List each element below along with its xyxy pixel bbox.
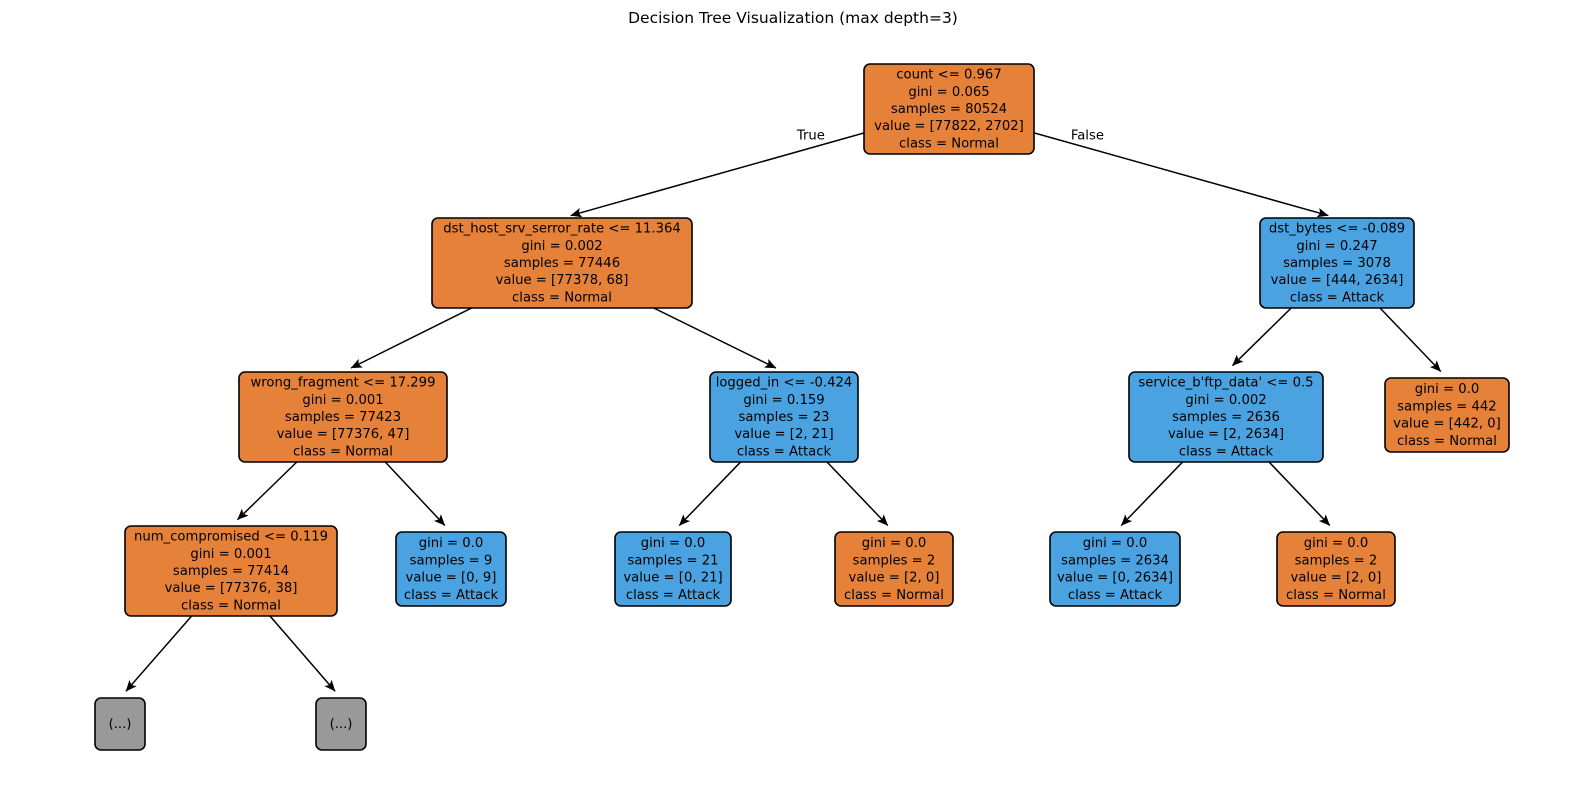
node-text-line: class = Attack bbox=[404, 588, 499, 603]
tree-node-n13[interactable]: (...) bbox=[94, 697, 146, 751]
node-text-line: gini = 0.0 bbox=[1304, 536, 1368, 551]
node-text-line: value = [2, 2634] bbox=[1168, 427, 1284, 442]
node-text-line: value = [442, 0] bbox=[1393, 417, 1501, 432]
node-text-line: value = [77378, 68] bbox=[496, 273, 629, 288]
tree-node-n1[interactable]: dst_host_srv_serror_rate <= 11.364 gini =… bbox=[431, 217, 693, 309]
node-text-line: samples = 2 bbox=[853, 553, 936, 568]
tree-node-n4[interactable]: logged_in <= -0.424 gini = 0.159 samples =… bbox=[709, 371, 859, 463]
node-text-line: value = [2, 0] bbox=[849, 571, 940, 586]
node-text-line: value = [77376, 38] bbox=[165, 581, 298, 596]
node-box-split bbox=[124, 525, 338, 617]
node-box-split bbox=[1128, 371, 1324, 463]
figure-title: Decision Tree Visualization (max depth=3… bbox=[628, 9, 958, 27]
node-text-line: logged_in <= -0.424 bbox=[716, 376, 853, 391]
node-text-line: class = Attack bbox=[1068, 588, 1163, 603]
edge-label-true: True bbox=[796, 129, 825, 144]
tree-nodes-layer: count <= 0.967 gini = 0.065 samples = 8052… bbox=[94, 63, 1510, 751]
node-text-line: class = Normal bbox=[899, 136, 999, 151]
node-text-line: gini = 0.0 bbox=[1083, 536, 1147, 551]
node-text-line: dst_host_srv_serror_rate <= 11.364 bbox=[443, 222, 681, 237]
node-text-line: value = [0, 9] bbox=[406, 571, 497, 586]
node-text-line: samples = 77446 bbox=[504, 256, 620, 271]
node-text-line: samples = 442 bbox=[1397, 399, 1496, 414]
node-text-line: value = [77376, 47] bbox=[277, 427, 410, 442]
node-text-line: (...) bbox=[109, 717, 132, 732]
node-text-line: (...) bbox=[330, 717, 353, 732]
node-text-line: value = [444, 2634] bbox=[1271, 273, 1404, 288]
node-text-line: service_b'ftp_data' <= 0.5 bbox=[1138, 376, 1313, 391]
node-box-leaf bbox=[1276, 531, 1396, 607]
node-text-line: class = Normal bbox=[844, 588, 944, 603]
node-text-line: samples = 80524 bbox=[891, 102, 1007, 117]
tree-node-n6[interactable]: gini = 0.0 samples = 442 value = [442, 0] c… bbox=[1384, 377, 1510, 453]
node-text-line: samples = 2 bbox=[1295, 553, 1378, 568]
node-text-line: count <= 0.967 bbox=[896, 68, 1001, 83]
node-text-line: gini = 0.002 bbox=[1185, 393, 1266, 408]
node-text-line: class = Normal bbox=[512, 290, 612, 305]
node-box-split bbox=[431, 217, 693, 309]
node-text-line: samples = 23 bbox=[738, 410, 829, 425]
node-text-line: class = Normal bbox=[181, 598, 281, 613]
node-text-line: class = Normal bbox=[1286, 588, 1386, 603]
node-text-line: gini = 0.0 bbox=[641, 536, 705, 551]
tree-node-n12[interactable]: gini = 0.0 samples = 2 value = [2, 0] class… bbox=[1276, 531, 1396, 607]
tree-node-n3[interactable]: wrong_fragment <= 17.299 gini = 0.001 samp… bbox=[238, 371, 448, 463]
node-text-line: gini = 0.247 bbox=[1296, 239, 1377, 254]
edge-label-false: False bbox=[1071, 129, 1104, 144]
node-text-line: class = Normal bbox=[1397, 434, 1497, 449]
tree-node-n5[interactable]: service_b'ftp_data' <= 0.5 gini = 0.002 sa… bbox=[1128, 371, 1324, 463]
node-box-leaf bbox=[614, 531, 732, 607]
node-text-line: num_compromised <= 0.119 bbox=[134, 530, 328, 545]
node-box-truncated bbox=[94, 697, 146, 751]
node-text-line: gini = 0.001 bbox=[190, 547, 271, 562]
node-text-line: value = [2, 21] bbox=[734, 427, 833, 442]
node-text-line: samples = 9 bbox=[410, 553, 493, 568]
tree-node-n8[interactable]: gini = 0.0 samples = 9 value = [0, 9] class… bbox=[395, 531, 507, 607]
tree-node-n14[interactable]: (...) bbox=[315, 697, 367, 751]
node-box-leaf bbox=[834, 531, 954, 607]
tree-node-n10[interactable]: gini = 0.0 samples = 2 value = [2, 0] class… bbox=[834, 531, 954, 607]
node-text-line: gini = 0.0 bbox=[419, 536, 483, 551]
node-box-split bbox=[709, 371, 859, 463]
node-text-line: class = Attack bbox=[626, 588, 721, 603]
node-text-line: samples = 21 bbox=[627, 553, 718, 568]
tree-node-n2[interactable]: dst_bytes <= -0.089 gini = 0.247 samples =… bbox=[1259, 217, 1415, 309]
tree-node-n7[interactable]: num_compromised <= 0.119 gini = 0.001 samp… bbox=[124, 525, 338, 617]
node-text-line: samples = 77414 bbox=[173, 564, 289, 579]
node-text-line: gini = 0.0 bbox=[862, 536, 926, 551]
node-text-line: wrong_fragment <= 17.299 bbox=[251, 376, 436, 391]
node-text-line: samples = 77423 bbox=[285, 410, 401, 425]
node-text-line: class = Attack bbox=[1179, 444, 1274, 459]
tree-edge-labels-layer: True False bbox=[796, 129, 1104, 144]
node-text-line: gini = 0.0 bbox=[1415, 382, 1479, 397]
node-text-line: value = [2, 0] bbox=[1291, 571, 1382, 586]
node-box-leaf bbox=[1049, 531, 1181, 607]
node-box-split bbox=[1259, 217, 1415, 309]
node-text-line: class = Attack bbox=[1290, 290, 1385, 305]
node-text-line: gini = 0.159 bbox=[743, 393, 824, 408]
tree-node-n9[interactable]: gini = 0.0 samples = 21 value = [0, 21] cla… bbox=[614, 531, 732, 607]
node-box-truncated bbox=[315, 697, 367, 751]
node-text-line: value = [0, 21] bbox=[623, 571, 722, 586]
node-box-split bbox=[238, 371, 448, 463]
node-text-line: dst_bytes <= -0.089 bbox=[1269, 222, 1405, 237]
tree-node-n0[interactable]: count <= 0.967 gini = 0.065 samples = 8052… bbox=[863, 63, 1035, 155]
node-box-leaf bbox=[395, 531, 507, 607]
node-text-line: value = [0, 2634] bbox=[1057, 571, 1173, 586]
node-text-line: gini = 0.002 bbox=[521, 239, 602, 254]
node-text-line: value = [77822, 2702] bbox=[874, 119, 1024, 134]
node-text-line: gini = 0.065 bbox=[908, 85, 989, 100]
node-text-line: samples = 2636 bbox=[1172, 410, 1280, 425]
node-text-line: class = Normal bbox=[293, 444, 393, 459]
node-text-line: samples = 2634 bbox=[1061, 553, 1169, 568]
node-text-line: class = Attack bbox=[737, 444, 832, 459]
node-box-leaf bbox=[1384, 377, 1510, 453]
node-text-line: gini = 0.001 bbox=[302, 393, 383, 408]
tree-node-n11[interactable]: gini = 0.0 samples = 2634 value = [0, 2634… bbox=[1049, 531, 1181, 607]
node-text-line: samples = 3078 bbox=[1283, 256, 1391, 271]
node-box-split bbox=[863, 63, 1035, 155]
